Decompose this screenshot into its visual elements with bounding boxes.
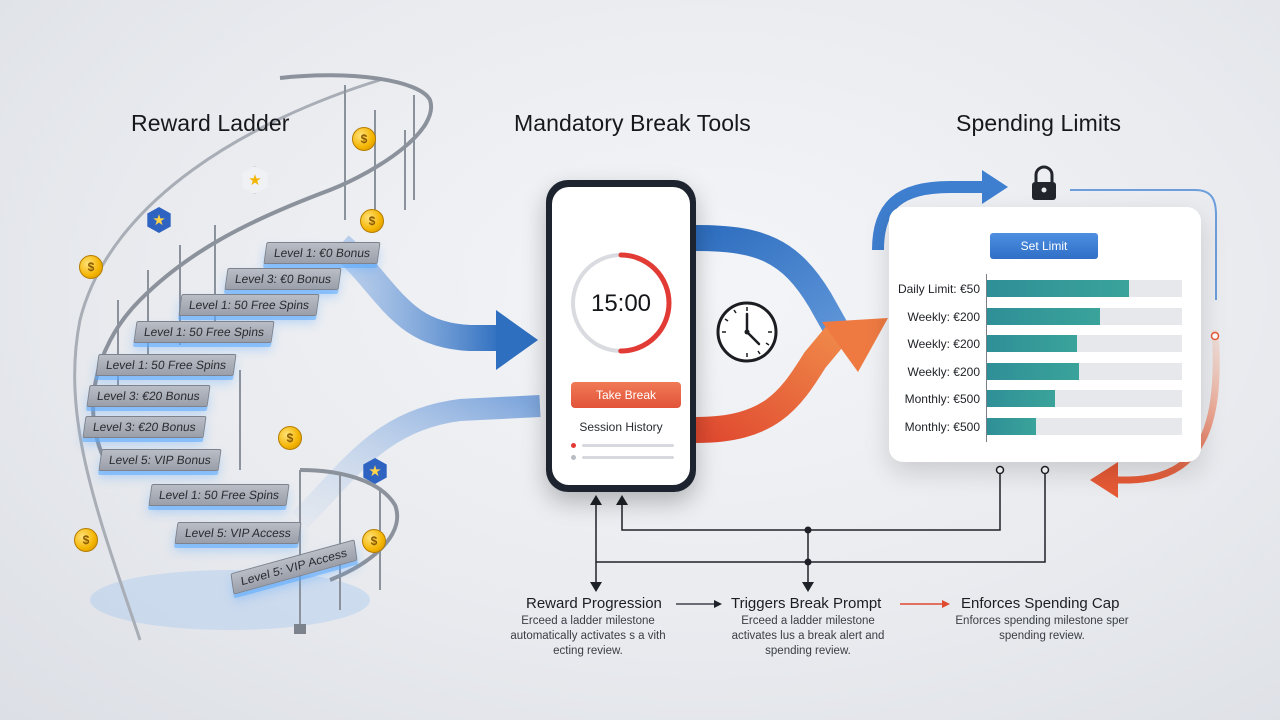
limit-bar-fill xyxy=(987,280,1130,297)
coin-icon: $ xyxy=(352,127,376,151)
flow-step-title: Triggers Break Prompt xyxy=(731,595,882,612)
coin-icon: $ xyxy=(79,255,103,279)
clock-icon xyxy=(716,301,778,363)
arrow-phone-to-card xyxy=(695,225,850,339)
limit-label: Monthly: €500 xyxy=(904,420,980,434)
flow-step-title: Reward Progression xyxy=(526,595,662,612)
star-badge-icon: ★ xyxy=(242,166,268,194)
arrow-head-card-top xyxy=(982,170,1008,204)
session-history-link[interactable]: Session History xyxy=(579,420,663,434)
limit-label: Monthly: €500 xyxy=(904,392,980,406)
arrow-faded-lower xyxy=(292,395,541,528)
spending-limits-card: Set Limit Daily Limit: €50 Weekly: €200 … xyxy=(889,207,1201,462)
history-dot xyxy=(571,443,576,448)
limit-bar-fill xyxy=(987,335,1077,352)
limit-bar xyxy=(987,335,1182,352)
flow-step-title: Enforces Spending Cap xyxy=(961,595,1120,612)
ladder-step: Level 5: VIP Bonus xyxy=(98,449,222,471)
ladder-step: Level 3: €20 Bonus xyxy=(82,416,207,438)
history-line xyxy=(582,444,674,447)
arrow-orange-phone-to-card xyxy=(695,321,850,443)
ladder-step: Level 1: 50 Free Spins xyxy=(95,354,237,376)
chart-axis xyxy=(986,274,987,442)
limit-label: Weekly: €200 xyxy=(907,365,981,379)
heading-mandatory-break: Mandatory Break Tools xyxy=(514,110,751,136)
arrow-head-orange xyxy=(822,318,888,372)
flow-step-desc: Erceed a ladder milestone activates lus … xyxy=(731,615,885,657)
limit-bar xyxy=(987,418,1182,435)
star-badge-icon: ★ xyxy=(147,207,171,233)
coin-icon: $ xyxy=(360,209,384,233)
ladder-step: Level 1: 50 Free Spins xyxy=(178,294,320,316)
limit-bar-fill xyxy=(987,418,1036,435)
flow-step-desc: Erceed a ladder milestone automatically … xyxy=(510,615,666,657)
set-limit-button[interactable]: Set Limit xyxy=(990,233,1098,259)
phone-device: 15:00 Take Break Session History xyxy=(546,180,696,492)
limit-bar-fill xyxy=(987,308,1101,325)
take-break-button[interactable]: Take Break xyxy=(571,382,681,408)
flow-step-desc: Enforces spending milestone sper spendin… xyxy=(955,615,1129,642)
history-line xyxy=(582,456,674,459)
limit-bar xyxy=(987,390,1182,407)
line-card-right xyxy=(1070,189,1217,300)
coin-icon: $ xyxy=(74,528,98,552)
coin-icon: $ xyxy=(278,426,302,450)
lock-icon xyxy=(1032,165,1056,200)
heading-reward-ladder: Reward Ladder xyxy=(131,110,290,136)
staircase-structure xyxy=(73,73,434,641)
timer-ring xyxy=(570,252,672,354)
limit-bar-fill xyxy=(987,390,1056,407)
coin-icon: $ xyxy=(362,529,386,553)
limit-bar xyxy=(987,363,1182,380)
limit-label: Weekly: €200 xyxy=(907,337,981,351)
ladder-step: Level 1: €0 Bonus xyxy=(263,242,381,264)
limit-label: Weekly: €200 xyxy=(907,310,981,324)
ladder-step: Level 5: VIP Access xyxy=(174,522,302,544)
arrow-head-orange-return xyxy=(1090,462,1118,498)
star-badge-icon: ★ xyxy=(363,458,387,484)
limit-bar-fill xyxy=(987,363,1079,380)
limit-bar xyxy=(987,280,1182,297)
phone-screen: 15:00 Take Break Session History xyxy=(552,187,690,485)
limit-bar xyxy=(987,308,1182,325)
heading-spending-limits: Spending Limits xyxy=(956,110,1122,136)
arrow-head-blue-left xyxy=(496,310,538,370)
ladder-step: Level 1: 50 Free Spins xyxy=(133,321,275,343)
history-dot xyxy=(571,455,576,460)
ladder-step: Level 3: €20 Bonus xyxy=(86,385,211,407)
limit-label: Daily Limit: €50 xyxy=(897,282,980,296)
ladder-step: Level 3: €0 Bonus xyxy=(224,268,342,290)
ladder-step: Level 1: 50 Free Spins xyxy=(148,484,290,506)
timer-display: 15:00 xyxy=(590,290,652,317)
arrow-card-top xyxy=(872,181,985,251)
